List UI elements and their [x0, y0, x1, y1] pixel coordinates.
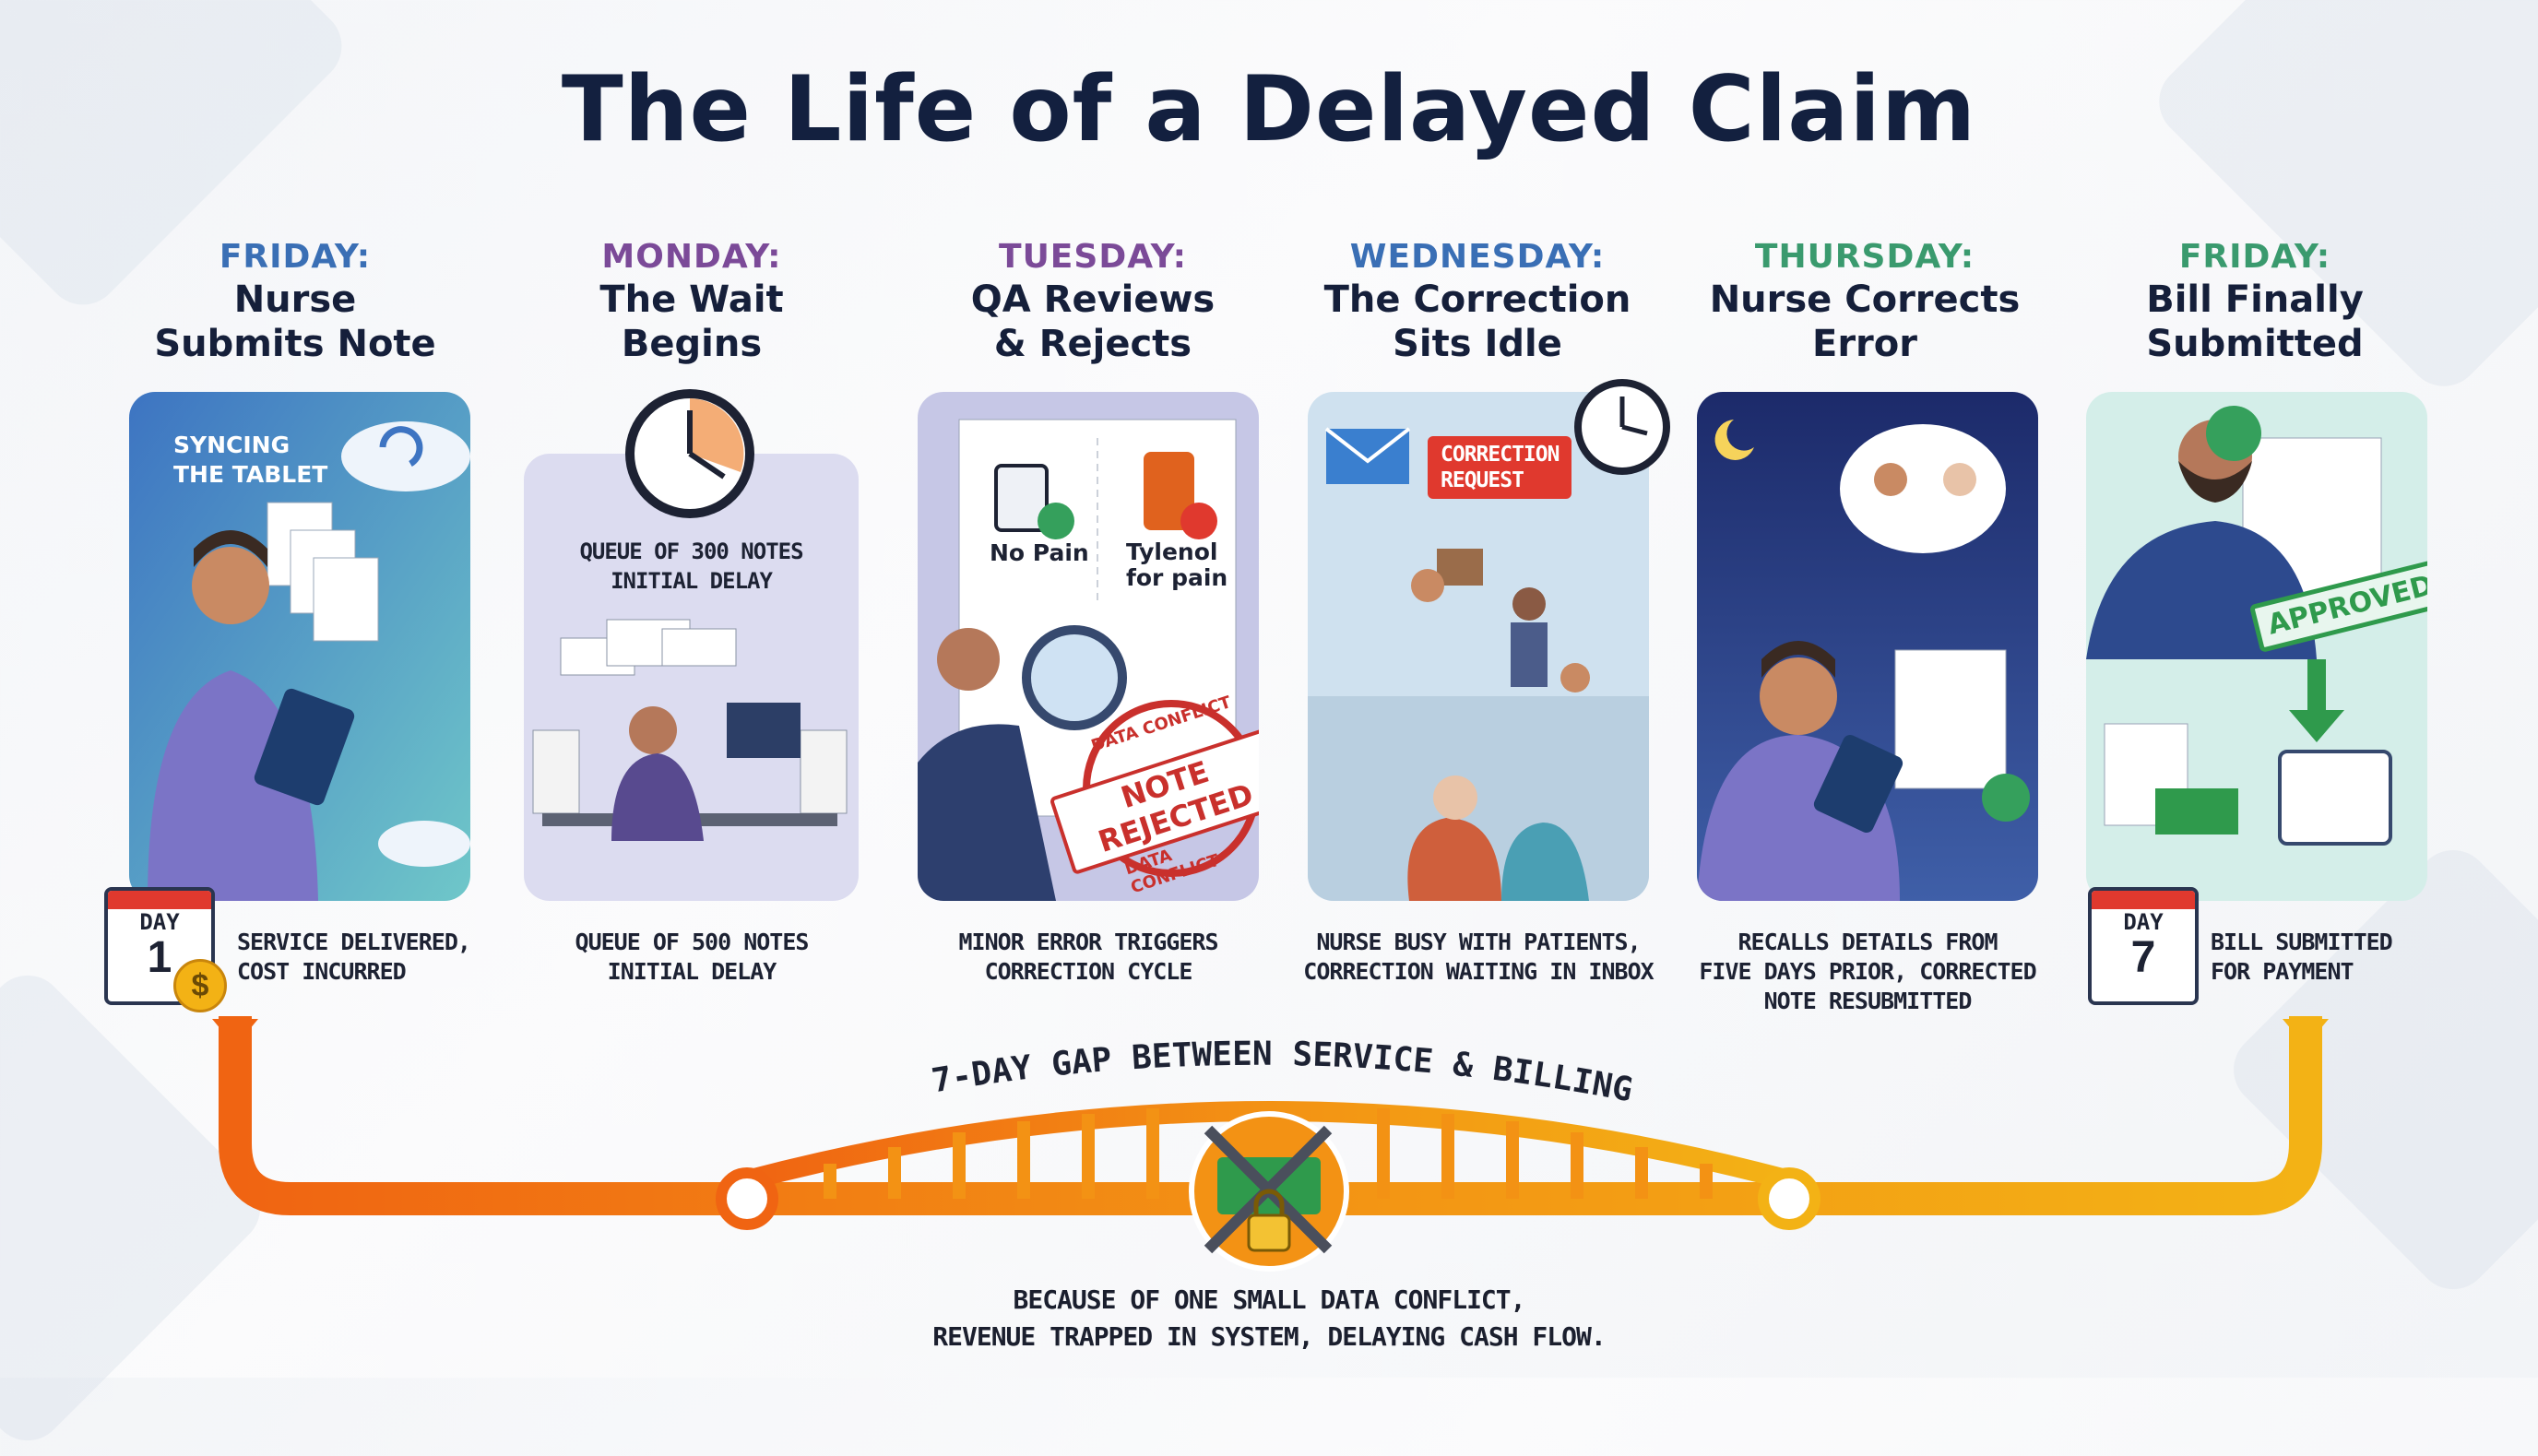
- step-caption: MINOR ERROR TRIGGERS CORRECTION CYCLE: [904, 928, 1273, 987]
- step-tuesday-heading: TUESDAY: QA Reviews & Rejects: [908, 238, 1277, 364]
- padlock-icon: [1247, 1213, 1291, 1252]
- overlay-line: Tylenol: [1126, 539, 1218, 565]
- step-thursday-heading: THURSDAY: Nurse Corrects Error: [1680, 238, 2049, 364]
- caption-line: BILL SUBMITTED: [2211, 929, 2393, 955]
- step-wednesday-heading: WEDNESDAY: The Correction Sits Idle: [1293, 238, 1662, 364]
- step-title-line1: Nurse Corrects: [1709, 278, 2021, 321]
- step-caption: NURSE BUSY WITH PATIENTS, CORRECTION WAI…: [1280, 928, 1677, 987]
- arrow-down-icon: [212, 1019, 258, 1047]
- step-title-line2: Error: [1812, 323, 1917, 365]
- step-title-line1: The Correction: [1323, 278, 1631, 321]
- overlay-line: for pain: [1126, 564, 1228, 591]
- caption-line: COST INCURRED: [237, 958, 407, 985]
- calendar-header: [108, 891, 211, 909]
- illustration-qa-rejects: No Pain Tylenol for pain NOTE REJECTED D…: [918, 392, 1259, 901]
- note-line: BECAUSE OF ONE SMALL DATA CONFLICT,: [1013, 1284, 1525, 1315]
- step-title-line2: Submitted: [2146, 323, 2364, 365]
- step-day-label: FRIDAY:: [219, 238, 372, 276]
- note-line: REVENUE TRAPPED IN SYSTEM, DELAYING CASH…: [932, 1321, 1606, 1352]
- step-title-line1: Nurse: [233, 278, 357, 321]
- calendar-day-number: 7: [2130, 933, 2156, 982]
- illustration-nurse-syncing-tablet: SYNCING THE TABLET: [129, 392, 470, 901]
- caption-line: CORRECTION CYCLE: [984, 958, 1193, 985]
- step-title-line1: QA Reviews: [970, 278, 1216, 321]
- clock-icon: [1574, 379, 1670, 475]
- calendar-header: [2092, 891, 2195, 909]
- coin-icon: $: [173, 959, 227, 1012]
- caption-line: SERVICE DELIVERED,: [237, 929, 471, 955]
- illustration-nurse-corrects: [1697, 392, 2038, 901]
- caption-line: NOTE RESUBMITTED: [1763, 988, 1973, 1014]
- step-caption: SERVICE DELIVERED, COST INCURRED: [237, 928, 471, 987]
- calendar-icon: DAY 7: [2088, 887, 2199, 1005]
- overlay-line: CORRECTION: [1441, 443, 1560, 467]
- step-day-label: TUESDAY:: [999, 238, 1187, 276]
- gap-label: 7-DAY GAP BETWEEN SERVICE & BILLING: [929, 1036, 1635, 1110]
- qa-reject-illustration: [918, 392, 1259, 901]
- nurse-tablet-illustration: [129, 392, 470, 901]
- timeline-node: [716, 1167, 778, 1230]
- option-label: No Pain: [990, 539, 1089, 566]
- calendar-day-label: DAY: [139, 909, 180, 935]
- step-title-line1: The Wait: [599, 278, 784, 321]
- page-title: The Life of a Delayed Claim: [561, 57, 1977, 162]
- step-day-label: WEDNESDAY:: [1349, 238, 1606, 276]
- caption-line: FIVE DAYS PRIOR, CORRECTED: [1699, 958, 2036, 985]
- caption-line: CORRECTION WAITING IN INBOX: [1303, 958, 1654, 985]
- correction-request-badge: CORRECTION REQUEST: [1428, 436, 1572, 499]
- arrow-down-icon: [2283, 1019, 2329, 1047]
- step-day-label: MONDAY:: [601, 238, 782, 276]
- step-friday-final-heading: FRIDAY: Bill Finally Submitted: [2070, 238, 2439, 364]
- step-title-line1: Bill Finally: [2146, 278, 2364, 321]
- overlay-line: SYNCING: [173, 432, 291, 458]
- step-title-line2: Begins: [621, 323, 763, 365]
- night-correction-illustration: [1697, 392, 2038, 901]
- bottom-note: BECAUSE OF ONE SMALL DATA CONFLICT, REVE…: [0, 1282, 2538, 1355]
- step-friday-heading: FRIDAY: Nurse Submits Note: [111, 238, 480, 364]
- bridge-pillars: [824, 1108, 1713, 1199]
- caption-line: FOR PAYMENT: [2211, 958, 2354, 985]
- step-day-label: FRIDAY:: [2178, 238, 2331, 276]
- illustration-bill-submitted: APPROVED: [2086, 392, 2427, 901]
- step-title-line2: & Rejects: [993, 323, 1192, 365]
- overlay-line: THE TABLET: [173, 461, 328, 488]
- clock-icon: [625, 389, 754, 518]
- queue-overlay: QUEUE OF 300 NOTES INITIAL DELAY: [524, 537, 859, 596]
- overlay-line: INITIAL DELAY: [611, 568, 773, 594]
- step-title-line2: Sits Idle: [1393, 323, 1562, 365]
- step-caption: QUEUE OF 500 NOTES INITIAL DELAY: [516, 928, 867, 987]
- step-monday-heading: MONDAY: The Wait Begins: [507, 238, 876, 364]
- caption-line: NURSE BUSY WITH PATIENTS,: [1316, 929, 1641, 955]
- step-title-line2: Submits Note: [154, 323, 436, 365]
- step-day-label: THURSDAY:: [1754, 238, 1975, 276]
- caption-line: MINOR ERROR TRIGGERS: [958, 929, 1218, 955]
- calendar-day-label: DAY: [2123, 909, 2164, 935]
- step-caption: BILL SUBMITTED FOR PAYMENT: [2211, 928, 2393, 987]
- overlay-line: REQUEST: [1441, 468, 1524, 492]
- overlay-line: QUEUE OF 300 NOTES: [579, 539, 803, 564]
- illustration-correction-idle: CORRECTION REQUEST: [1308, 392, 1649, 901]
- timeline-node: [1758, 1167, 1820, 1230]
- option-label: Tylenol for pain: [1126, 539, 1227, 591]
- step-caption: RECALLS DETAILS FROM FIVE DAYS PRIOR, CO…: [1665, 928, 2070, 1016]
- timeline-bridge: 7-DAY GAP BETWEEN SERVICE & BILLING: [212, 1016, 2329, 1272]
- caption-line: RECALLS DETAILS FROM: [1737, 929, 1998, 955]
- approved-illustration: [2086, 392, 2427, 901]
- syncing-label: SYNCING THE TABLET: [173, 431, 327, 490]
- caption-line: QUEUE OF 500 NOTES: [575, 929, 810, 955]
- queue-illustration: [524, 454, 859, 901]
- illustration-note-queue: QUEUE OF 300 NOTES INITIAL DELAY: [524, 454, 859, 901]
- caption-line: INITIAL DELAY: [607, 958, 777, 985]
- calendar-day-number: 1: [147, 933, 172, 982]
